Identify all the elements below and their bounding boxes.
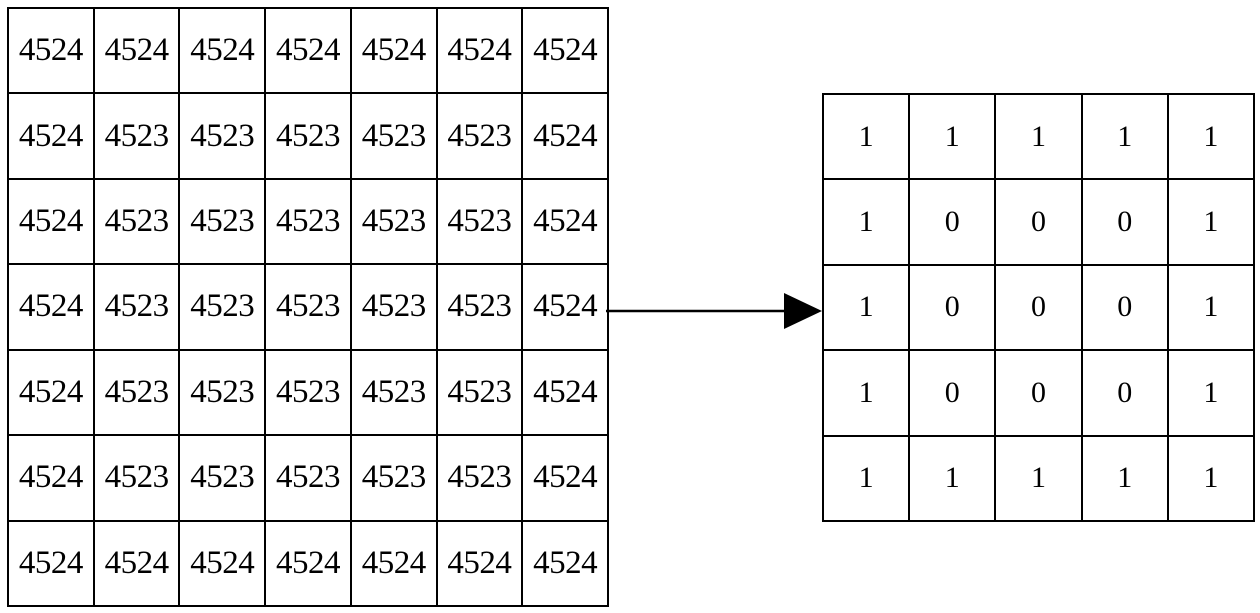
input-matrix-cell: 4524 xyxy=(180,521,267,607)
output-matrix-cell: 0 xyxy=(996,180,1083,266)
output-matrix-cell: 1 xyxy=(996,436,1083,522)
output-matrix-cell: 1 xyxy=(1168,180,1255,266)
input-matrix-cell: 4523 xyxy=(437,265,524,351)
input-matrix-cell: 4523 xyxy=(266,94,352,180)
input-matrix-cell: 4523 xyxy=(180,265,267,351)
input-matrix-cell: 4523 xyxy=(94,350,181,437)
input-matrix-cell: 4524 xyxy=(9,350,95,437)
input-matrix-cell: 4524 xyxy=(9,436,95,522)
input-matrix-cell: 4524 xyxy=(9,9,95,95)
output-matrix-cell: 1 xyxy=(910,436,997,522)
input-matrix-cell: 4524 xyxy=(9,265,95,351)
input-matrix-cell: 4524 xyxy=(523,94,609,180)
input-matrix-cell: 4524 xyxy=(9,521,95,607)
input-matrix-cell: 4524 xyxy=(9,179,95,266)
output-matrix-cell: 0 xyxy=(910,180,997,266)
input-matrix-cell: 4523 xyxy=(94,436,181,522)
output-matrix-cell: 1 xyxy=(824,180,911,266)
input-matrix-cell: 4524 xyxy=(351,9,438,95)
output-matrix-cell: 1 xyxy=(1168,351,1255,437)
output-matrix-cell: 0 xyxy=(1082,265,1169,352)
input-matrix-cell: 4524 xyxy=(523,179,609,266)
input-matrix-cell: 4523 xyxy=(266,350,352,437)
input-matrix-cell: 4524 xyxy=(94,9,181,95)
output-matrix-cell: 0 xyxy=(910,351,997,437)
input-matrix-cell: 4524 xyxy=(437,521,524,607)
input-matrix-cell: 4524 xyxy=(523,9,609,95)
input-matrix-cell: 4524 xyxy=(266,521,352,607)
output-matrix-cell: 1 xyxy=(1168,95,1255,181)
arrow-right-icon xyxy=(606,293,822,329)
input-matrix-cell: 4523 xyxy=(351,94,438,180)
input-matrix-cell: 4523 xyxy=(94,94,181,180)
output-matrix-cell: 1 xyxy=(824,436,911,522)
input-matrix-cell: 4523 xyxy=(437,94,524,180)
output-matrix-cell: 0 xyxy=(910,265,997,352)
output-matrix-cell: 1 xyxy=(824,351,911,437)
input-matrix-cell: 4523 xyxy=(180,436,267,522)
input-matrix-cell: 4523 xyxy=(94,179,181,266)
input-matrix-cell: 4523 xyxy=(180,350,267,437)
output-matrix-cell: 1 xyxy=(1168,436,1255,522)
input-matrix-cell: 4523 xyxy=(180,179,267,266)
output-matrix-cell: 1 xyxy=(1082,436,1169,522)
output-matrix-cell: 1 xyxy=(1168,265,1255,352)
input-matrix-cell: 4523 xyxy=(266,265,352,351)
input-matrix-cell: 4524 xyxy=(351,521,438,607)
input-matrix-cell: 4524 xyxy=(266,9,352,95)
output-matrix-cell: 1 xyxy=(824,95,911,181)
output-matrix-cell: 1 xyxy=(996,95,1083,181)
arrow-head xyxy=(784,293,822,329)
input-matrix-cell: 4523 xyxy=(180,94,267,180)
output-matrix-cell: 0 xyxy=(1082,351,1169,437)
input-matrix-cell: 4524 xyxy=(523,436,609,522)
input-matrix-cell: 4524 xyxy=(94,521,181,607)
output-matrix-cell: 1 xyxy=(1082,95,1169,181)
input-matrix-cell: 4523 xyxy=(437,436,524,522)
input-matrix-cell: 4523 xyxy=(351,436,438,522)
input-matrix-cell: 4523 xyxy=(351,350,438,437)
output-matrix-cell: 1 xyxy=(824,265,911,352)
input-matrix-cell: 4524 xyxy=(523,521,609,607)
input-matrix-cell: 4523 xyxy=(351,265,438,351)
input-matrix-cell: 4523 xyxy=(94,265,181,351)
output-matrix-cell: 0 xyxy=(996,351,1083,437)
input-matrix-cell: 4524 xyxy=(180,9,267,95)
input-matrix-cell: 4523 xyxy=(266,436,352,522)
input-matrix-cell: 4524 xyxy=(523,350,609,437)
input-matrix-cell: 4523 xyxy=(266,179,352,266)
input-matrix-cell: 4524 xyxy=(9,94,95,180)
output-matrix-cell: 0 xyxy=(996,265,1083,352)
output-matrix-cell: 1 xyxy=(910,95,997,181)
input-matrix-cell: 4523 xyxy=(351,179,438,266)
input-matrix-cell: 4523 xyxy=(437,350,524,437)
input-matrix-cell: 4524 xyxy=(523,265,609,351)
input-matrix-cell: 4524 xyxy=(437,9,524,95)
input-matrix-cell: 4523 xyxy=(437,179,524,266)
output-matrix-cell: 0 xyxy=(1082,180,1169,266)
